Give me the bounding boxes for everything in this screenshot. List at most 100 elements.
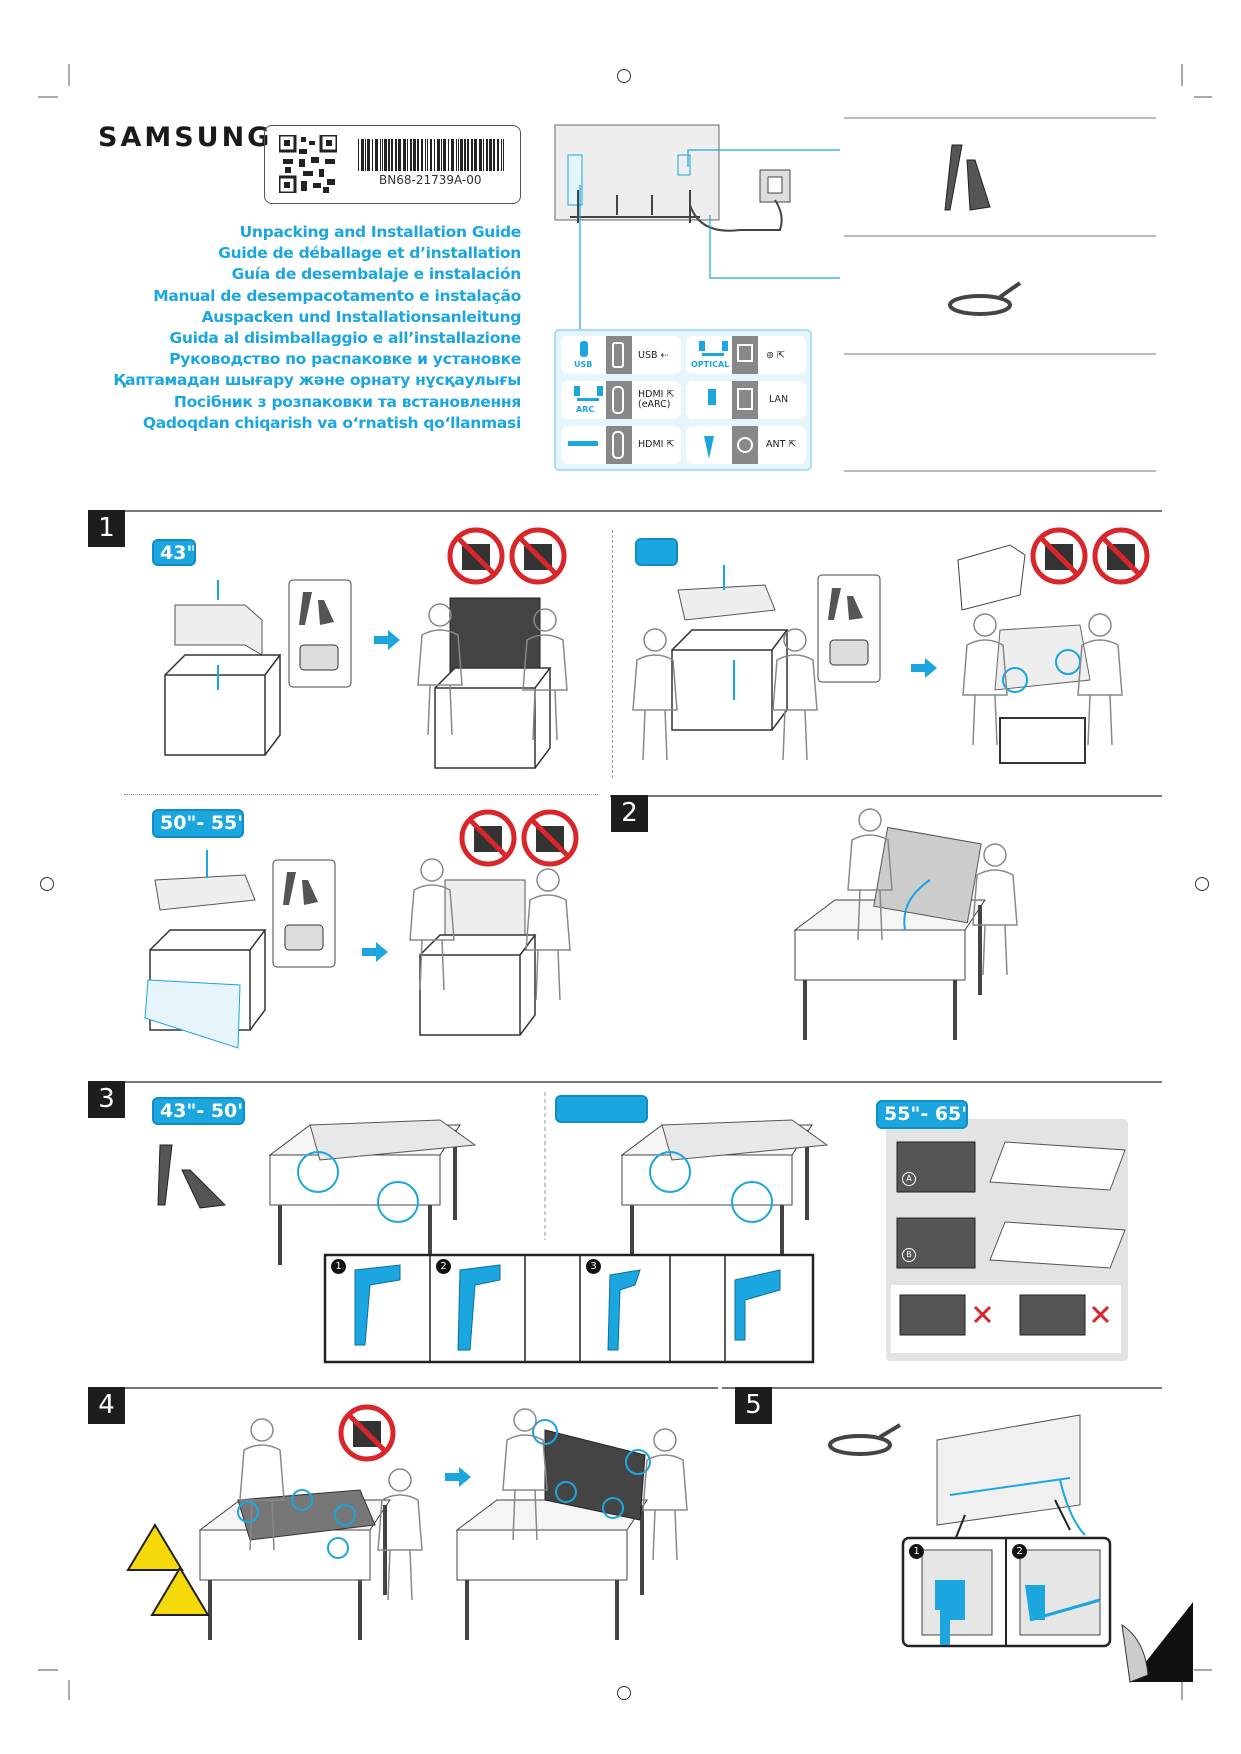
barcode-bar xyxy=(448,139,449,171)
barcode-bar xyxy=(372,139,373,171)
barcode-bar xyxy=(451,139,454,171)
registration-mark xyxy=(617,69,631,83)
substep-2-badge: 2 xyxy=(436,1259,451,1274)
barcode-bar xyxy=(474,139,477,171)
barcode xyxy=(358,139,504,171)
hdmi-earc-label: HDMI ⇱ xyxy=(638,389,675,400)
size-badge-50-55: 50"- 55" xyxy=(152,809,244,838)
hdmi-port-label: HDMI ⇱ xyxy=(638,439,675,450)
power-cable-icon xyxy=(948,281,1022,316)
guide-title: Қаптамадан шығару және орнату нұсқаулығы xyxy=(113,371,521,390)
barcode-bar xyxy=(443,139,446,171)
barcode-bar xyxy=(425,139,426,171)
barcode-bar xyxy=(413,139,416,171)
part-number: BN68-21739A-00 xyxy=(379,173,482,187)
registration-mark xyxy=(617,1686,631,1700)
registration-mark xyxy=(40,877,54,891)
barcode-bar xyxy=(395,139,397,171)
substep-1-badge: 1 xyxy=(909,1544,924,1559)
step-2-badge: 2 xyxy=(611,795,648,832)
barcode-bar xyxy=(437,139,440,171)
barcode-bar xyxy=(398,139,401,171)
stand-position-a: A xyxy=(902,1172,916,1186)
barcode-bar xyxy=(493,139,495,171)
section-divider xyxy=(610,795,1162,797)
substep-3-badge: 3 xyxy=(586,1259,601,1274)
size-badge-blank xyxy=(555,1095,648,1123)
step-1-badge: 1 xyxy=(88,510,125,547)
barcode-bar xyxy=(367,139,370,171)
lan-port-label: LAN xyxy=(769,394,789,405)
registration-mark xyxy=(1195,877,1209,891)
barcode-bar xyxy=(434,139,435,171)
tv-back-diagram xyxy=(554,117,1156,472)
barcode-bar xyxy=(464,139,466,171)
ant-port-label: ANT ⇱ xyxy=(766,439,797,450)
step-5-badge: 5 xyxy=(735,1387,772,1424)
dotted-divider xyxy=(124,794,598,795)
barcode-bar xyxy=(417,139,419,171)
guide-titles: Unpacking and Installation Guide Guide d… xyxy=(113,222,521,434)
guide-title: Посібник з розпаковки та встановлення xyxy=(173,392,521,411)
section-divider xyxy=(722,1387,1162,1389)
step-3-badge: 3 xyxy=(88,1081,125,1118)
guide-title: Guide de déballage et d’installation xyxy=(218,244,521,263)
barcode-bar xyxy=(410,139,412,171)
barcode-bar xyxy=(427,139,428,171)
optical-icon: OPTICAL xyxy=(691,360,730,369)
stand-icon xyxy=(944,144,991,211)
barcode-bar xyxy=(458,139,459,171)
barcode-bar xyxy=(503,139,504,171)
barcode-bar xyxy=(388,139,390,171)
optical-port-label: ⊚ ⇱ xyxy=(766,350,785,361)
substep-2-badge: 2 xyxy=(1012,1544,1027,1559)
stand-position-b: B xyxy=(902,1248,916,1262)
barcode-bar xyxy=(384,139,387,171)
size-badge-43: 43" xyxy=(152,539,196,566)
usb-icon: USB xyxy=(574,360,593,369)
section-divider xyxy=(88,1387,718,1389)
section-divider xyxy=(88,1081,1162,1083)
section-divider xyxy=(88,510,1162,512)
guide-title: Guía de desembalaje e instalación xyxy=(231,265,522,284)
barcode-bar xyxy=(489,139,492,171)
substep-1-badge: 1 xyxy=(331,1259,346,1274)
qr-code-icon xyxy=(279,135,337,193)
step-4-badge: 4 xyxy=(88,1387,125,1424)
barcode-bar xyxy=(365,139,366,171)
barcode-bar xyxy=(483,139,484,171)
samsung-logo: SAMSUNG xyxy=(98,122,273,153)
ports-panel: USB USB ⇠ OPTICAL ⊚ ⇱ ARC HDMI ⇱ (eARC) … xyxy=(554,329,812,471)
size-badge-55-65: 55"- 65" xyxy=(876,1100,968,1129)
barcode-bar xyxy=(501,139,502,171)
barcode-bar xyxy=(380,139,381,171)
barcode-bar xyxy=(430,139,432,171)
barcode-bar xyxy=(391,139,393,171)
barcode-bar xyxy=(467,139,469,171)
barcode-bar xyxy=(382,139,383,171)
barcode-bar xyxy=(361,139,364,171)
barcode-bar xyxy=(358,139,359,171)
barcode-bar xyxy=(403,139,406,171)
port-glyphs xyxy=(568,341,753,459)
barcode-bar xyxy=(497,139,499,171)
guide-title: Auspacken und Installationsanleitung xyxy=(201,307,522,326)
barcode-bar xyxy=(479,139,482,171)
barcode-bar xyxy=(471,139,473,171)
size-badge-43-50: 43"- 50" xyxy=(152,1097,245,1125)
arc-icon: ARC xyxy=(576,405,595,414)
barcode-bar xyxy=(407,139,408,171)
barcode-bar xyxy=(375,139,378,171)
dashed-divider xyxy=(612,530,613,778)
barcode-bar xyxy=(486,139,488,171)
guide-title: Guida al disimballaggio e all’installazi… xyxy=(169,329,521,348)
hdmi-earc-sub: (eARC) xyxy=(638,399,671,410)
barcode-bar xyxy=(421,139,423,171)
barcode-bar xyxy=(456,139,457,171)
size-badge-blank xyxy=(635,538,678,566)
barcode-bar xyxy=(441,139,442,171)
product-label xyxy=(264,125,521,204)
guide-title: Manual de desempacotamento e instalação xyxy=(153,286,521,305)
